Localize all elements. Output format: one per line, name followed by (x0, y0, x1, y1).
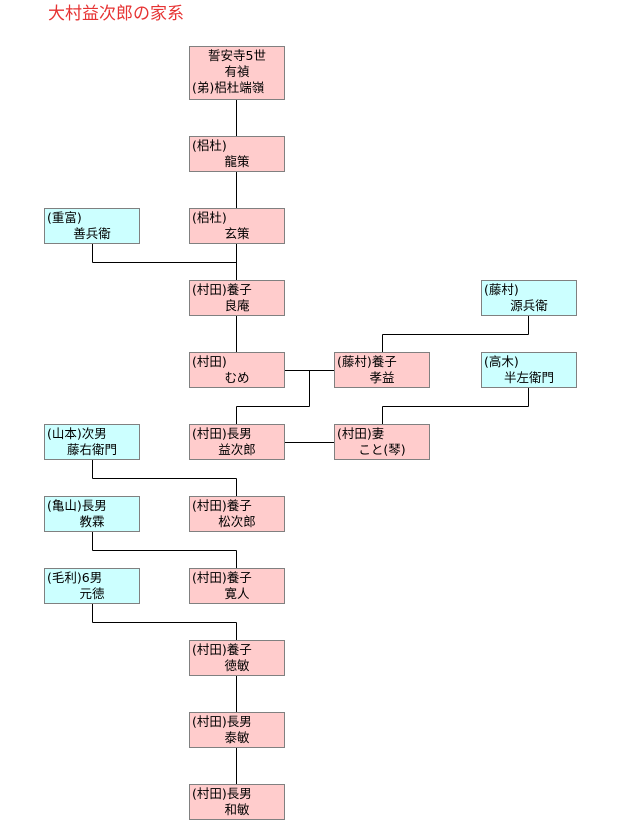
box-line: (梠杜) (192, 138, 227, 153)
box-line: (村田)養子 (192, 498, 252, 513)
box-kyorin: (亀山)長男 教霖 (44, 496, 140, 532)
box-motonori: (毛利)6男 元徳 (44, 568, 140, 604)
box-line: (高木) (484, 354, 519, 369)
box-line: (亀山)長男 (47, 498, 107, 513)
box-line: 徳敏 (224, 658, 250, 673)
box-line: (山本)次男 (47, 426, 107, 441)
box-line: 泰敏 (224, 730, 250, 745)
box-mume: (村田) むめ (189, 352, 285, 388)
box-line: (梠杜) (192, 210, 227, 225)
page-title: 大村益次郎の家系 (48, 4, 184, 24)
box-line: こと(琴) (358, 442, 406, 457)
box-kazutoshi: (村田)長男 和敏 (189, 784, 285, 820)
box-line: 孝益 (369, 370, 395, 385)
box-line: 寛人 (224, 586, 250, 601)
box-genbee: (藤村) 源兵衛 (481, 280, 577, 316)
box-line: 教霖 (79, 514, 105, 529)
box-masujiro: (村田)長男 益次郎 (189, 424, 285, 460)
box-line: (村田)養子 (192, 642, 252, 657)
box-line: 藤右衛門 (66, 442, 117, 457)
box-ryusaku: (梠杜) 龍策 (189, 136, 285, 172)
box-line: 和敏 (224, 802, 250, 817)
box-ryoan: (村田)養子 良庵 (189, 280, 285, 316)
box-line: (村田)長男 (192, 426, 252, 441)
box-line: 玄策 (224, 226, 250, 241)
box-line: (村田)養子 (192, 282, 252, 297)
box-line: (弟)梠杜端嶺 (192, 80, 265, 95)
box-line: (村田)養子 (192, 570, 252, 585)
box-gensaku: (梠杜) 玄策 (189, 208, 285, 244)
box-koto: (村田)妻 こと(琴) (334, 424, 430, 460)
box-touemon: (山本)次男 藤右衛門 (44, 424, 140, 460)
box-zenbee: (重富) 善兵衛 (44, 208, 140, 244)
box-line: 益次郎 (218, 442, 256, 457)
box-line: (藤村) (484, 282, 519, 297)
box-tokutoshi: (村田)養子 徳敏 (189, 640, 285, 676)
box-line: (重富) (47, 210, 82, 225)
box-line: (毛利)6男 (47, 570, 103, 585)
box-seianji-yutei: 誓安寺5世 有禎 (弟)梠杜端嶺 (189, 46, 285, 100)
box-line: 誓安寺5世 (208, 48, 266, 63)
box-line: 半左衛門 (503, 370, 554, 385)
box-hanzaemon: (高木) 半左衛門 (481, 352, 577, 388)
box-line: (村田)妻 (337, 426, 385, 441)
box-line: (村田) (192, 354, 227, 369)
box-yasutoshi: (村田)長男 泰敏 (189, 712, 285, 748)
box-koeki: (藤村)養子 孝益 (334, 352, 430, 388)
box-line: 元徳 (79, 586, 105, 601)
box-line: 松次郎 (218, 514, 256, 529)
box-line: 良庵 (224, 298, 250, 313)
box-line: 有禎 (224, 64, 250, 79)
box-hiroto: (村田)養子 寛人 (189, 568, 285, 604)
box-line: (藤村)養子 (337, 354, 397, 369)
box-line: (村田)長男 (192, 714, 252, 729)
box-line: むめ (224, 370, 250, 385)
box-line: 龍策 (224, 154, 250, 169)
box-line: (村田)長男 (192, 786, 252, 801)
box-line: 源兵衛 (510, 298, 548, 313)
box-line: 善兵衛 (73, 226, 111, 241)
box-matsujiro: (村田)養子 松次郎 (189, 496, 285, 532)
